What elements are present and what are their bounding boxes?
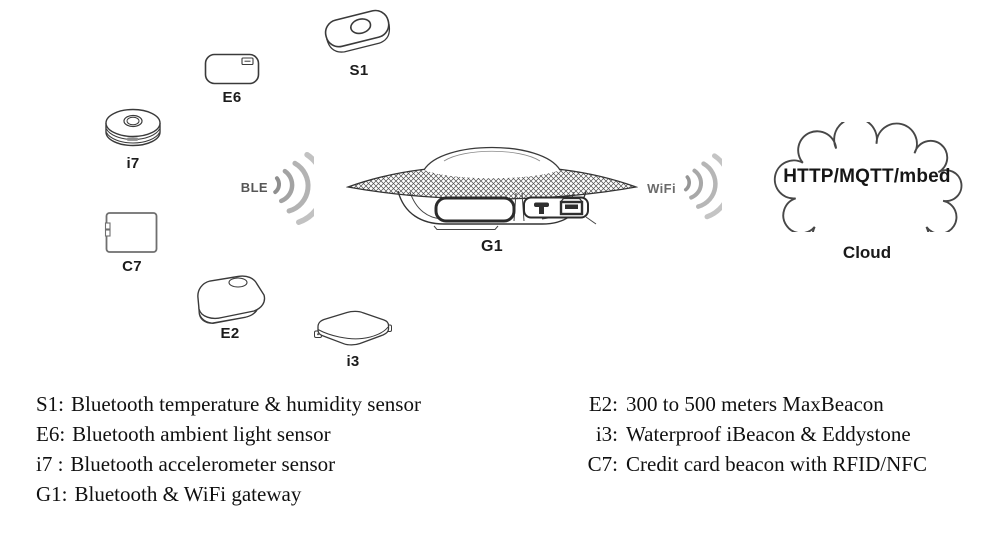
- device-i7-label: i7: [126, 155, 140, 172]
- legend-text: Bluetooth ambient light sensor: [72, 422, 331, 446]
- device-g1-illustration: [346, 146, 638, 230]
- legend-code: i7 :: [36, 452, 64, 476]
- wifi-waves-icon: [683, 153, 722, 220]
- device-i3-illustration: [314, 310, 392, 346]
- legend-text: 300 to 500 meters MaxBeacon: [626, 392, 884, 416]
- legend-left-column: S1:Bluetooth temperature & humidity sens…: [36, 389, 421, 509]
- ble-waves-icon: [273, 151, 314, 225]
- device-i3-label: i3: [346, 353, 360, 370]
- device-c7-label: C7: [122, 258, 142, 275]
- legend-row-e2: E2: 300 to 500 meters MaxBeacon: [578, 389, 927, 419]
- device-e2-illustration: [197, 275, 266, 325]
- device-e6-illustration: [204, 53, 260, 85]
- cloud-outline-icon: [773, 122, 963, 232]
- ble-label: BLE: [240, 180, 268, 195]
- legend-row-i3: i3: Waterproof iBeacon & Eddystone: [578, 419, 927, 449]
- legend-right-column: E2: 300 to 500 meters MaxBeacon i3: Waterp…: [578, 389, 927, 479]
- device-s1-label: S1: [349, 62, 369, 79]
- legend-row-c7: C7: Credit card beacon with RFID/NFC: [578, 449, 927, 479]
- cloud-label: Cloud: [842, 243, 892, 262]
- cloud-shape: HTTP/MQTT/mbed: [766, 122, 968, 238]
- device-i7-illustration: [105, 108, 161, 147]
- device-e6-label: E6: [222, 89, 242, 106]
- legend-text: Bluetooth & WiFi gateway: [74, 482, 302, 506]
- legend-row-s1: S1:Bluetooth temperature & humidity sens…: [36, 389, 421, 419]
- device-g1-label: G1: [481, 238, 503, 255]
- legend-code: S1:: [36, 392, 65, 416]
- legend-text: Waterproof iBeacon & Eddystone: [626, 422, 911, 446]
- legend-text: Bluetooth temperature & humidity sensor: [71, 392, 421, 416]
- cloud-protocols-text: HTTP/MQTT/mbed: [783, 166, 951, 187]
- device-c7-illustration: [104, 212, 158, 253]
- legend-row-e6: E6:Bluetooth ambient light sensor: [36, 419, 421, 449]
- legend-code: i3:: [595, 422, 618, 446]
- legend-text: Credit card beacon with RFID/NFC: [626, 452, 927, 476]
- legend-code: C7:: [587, 452, 618, 476]
- legend-text: Bluetooth accelerometer sensor: [70, 452, 336, 476]
- device-s1-illustration: [324, 9, 391, 53]
- wifi-label: WiFi: [647, 181, 676, 196]
- legend-code: E2:: [588, 392, 618, 416]
- device-e2-label: E2: [220, 325, 240, 342]
- legend-code: G1:: [36, 482, 68, 506]
- legend-row-g1: G1:Bluetooth & WiFi gateway: [36, 479, 421, 509]
- legend-code: E6:: [36, 422, 66, 446]
- legend-row-i7: i7 :Bluetooth accelerometer sensor: [36, 449, 421, 479]
